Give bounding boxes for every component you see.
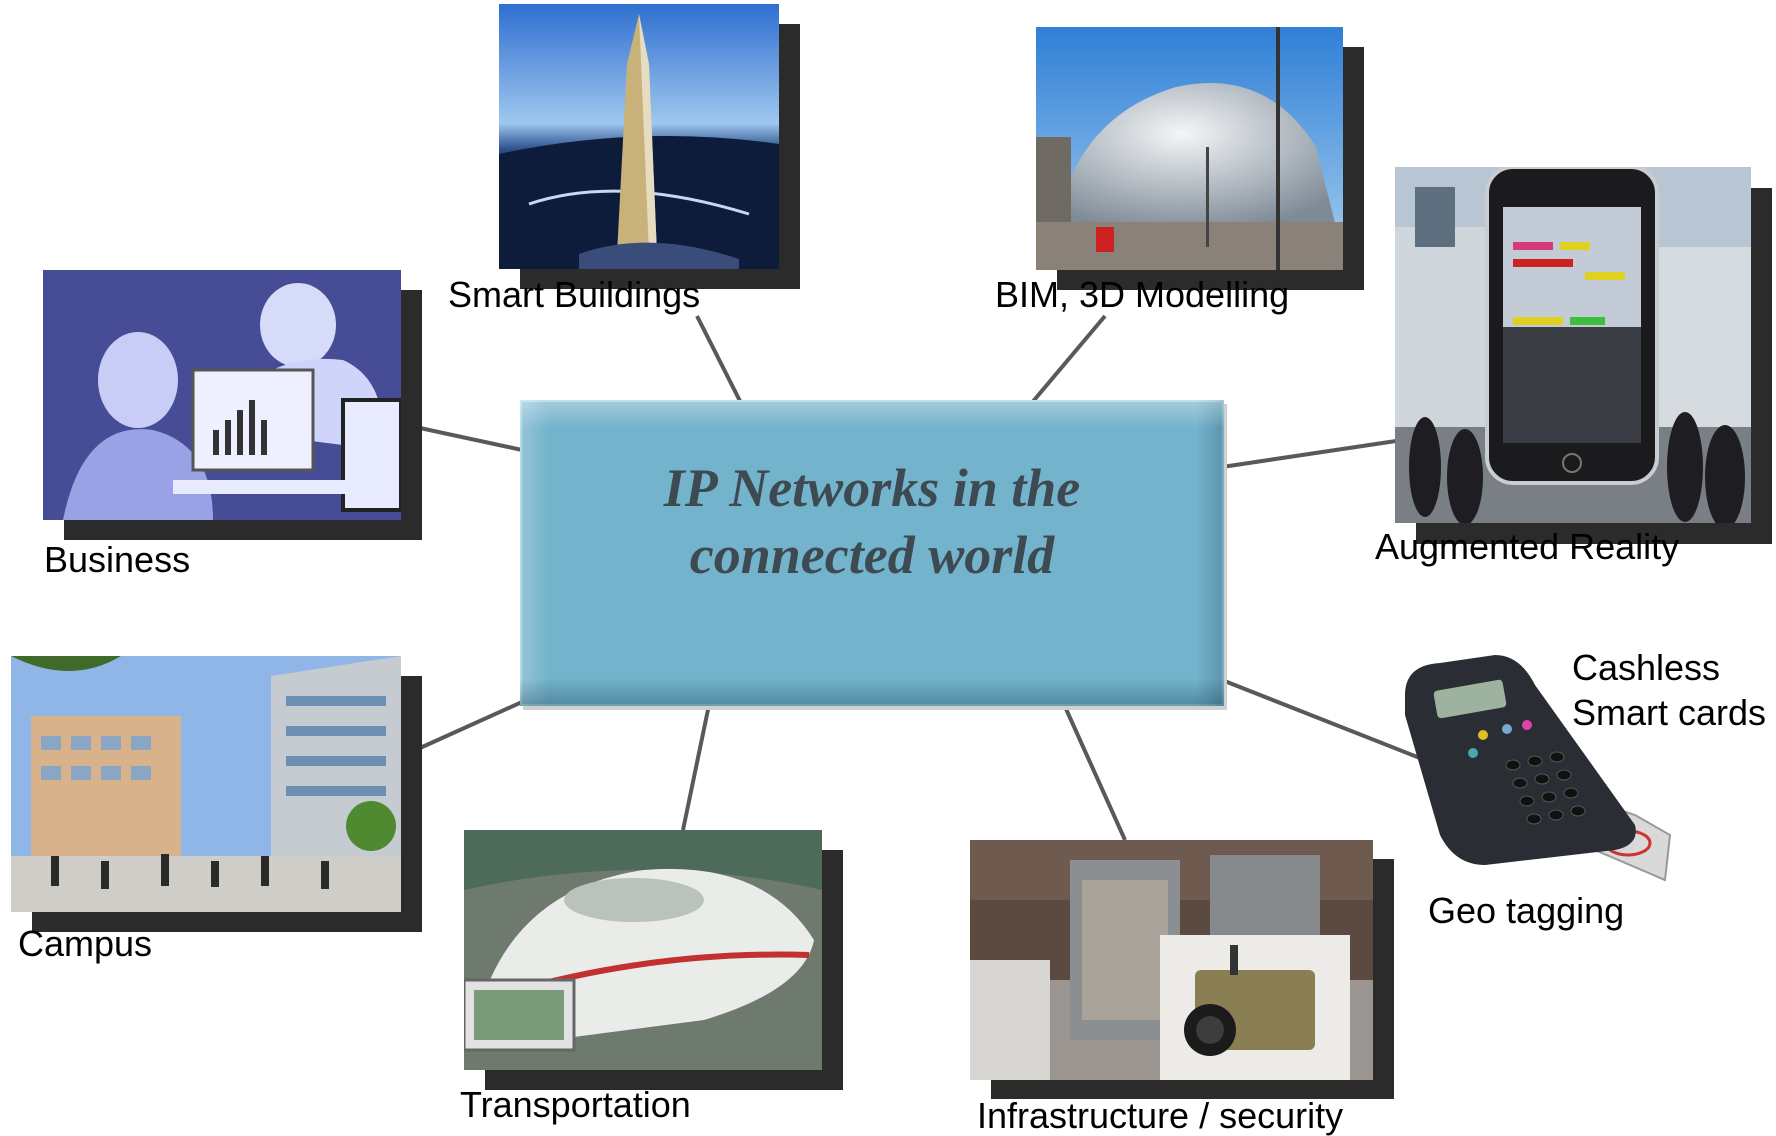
connector-business <box>419 426 523 452</box>
campus-label: Campus <box>18 923 153 964</box>
connector-bim <box>1028 314 1107 407</box>
connector-smart-buildings <box>695 315 744 406</box>
connector-augmented-reality <box>1221 439 1397 469</box>
bim-label: BIM, 3D Modelling <box>995 274 1290 315</box>
cashless-label-line-2: Smart cards <box>1572 692 1767 733</box>
smart-buildings-photo <box>499 4 779 269</box>
augmented-reality-label: Augmented Reality <box>1375 526 1680 567</box>
center-node <box>520 400 1224 706</box>
center-title-line-1: IP Networks in the <box>663 458 1081 518</box>
center-title: IP Networks in the connected world <box>520 455 1224 589</box>
infrastructure-photo <box>970 840 1373 1080</box>
business-label: Business <box>44 539 191 580</box>
geo-tagging-label: Geo tagging <box>1428 890 1625 931</box>
cashless-label: Cashless Smart cards <box>1572 645 1766 735</box>
infrastructure-label: Infrastructure / security <box>977 1095 1344 1136</box>
bim-photo <box>1036 27 1343 270</box>
card-reader-photo <box>1395 655 1675 885</box>
transportation-label: Transportation <box>460 1084 691 1125</box>
connector-infrastructure <box>1060 699 1127 841</box>
center-title-line-2: connected world <box>689 525 1055 585</box>
transportation-photo <box>464 830 822 1070</box>
connector-campus <box>419 700 523 750</box>
cashless-label-line-1: Cashless <box>1572 647 1721 688</box>
campus-photo <box>11 656 401 912</box>
augmented-reality-photo <box>1395 167 1751 523</box>
connector-cashless <box>1221 678 1436 766</box>
business-photo <box>43 270 401 520</box>
connector-transportation <box>681 699 712 831</box>
smart-buildings-label: Smart Buildings <box>448 274 701 315</box>
